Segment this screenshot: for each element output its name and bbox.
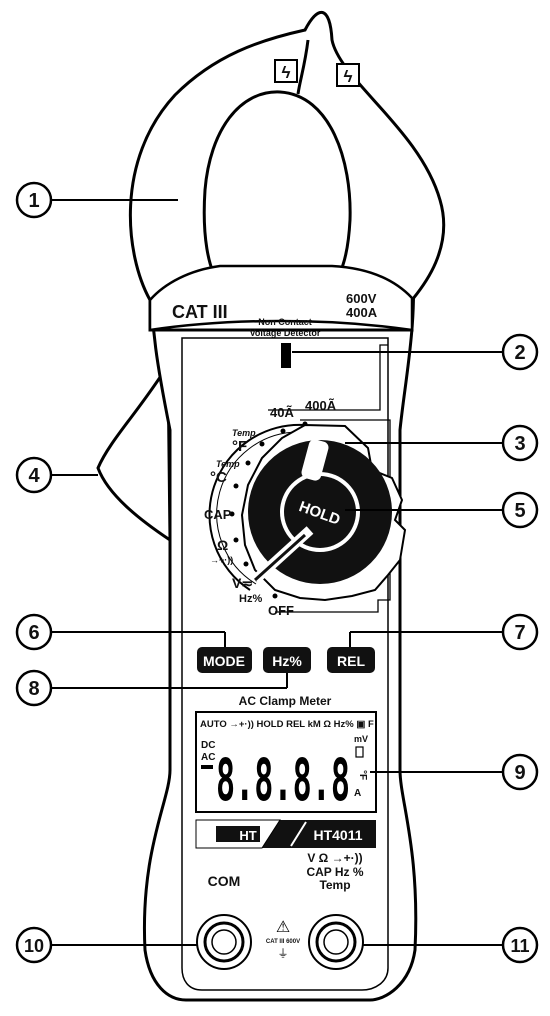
callout-4: 4 (15, 456, 53, 494)
svg-text:CAP Hz %: CAP Hz % (306, 865, 363, 879)
display-title: AC Clamp Meter (239, 694, 332, 708)
svg-text:2: 2 (514, 342, 525, 364)
hazard-box-right (336, 63, 360, 87)
current-rating: 400A (346, 305, 378, 320)
svg-text:REL: REL (337, 653, 365, 669)
svg-text:Temp: Temp (232, 428, 256, 438)
callout-10: 10 (15, 926, 53, 964)
ncv-label-line1: Non Contact (258, 317, 312, 327)
lcd-display (195, 711, 377, 813)
dial-label-degc: °C (210, 469, 227, 486)
model-label: HT4011 (313, 827, 362, 843)
hz-button[interactable]: Hz% (263, 647, 311, 673)
callout-7: 7 (501, 613, 539, 651)
ncv-label-line2: Voltage Detector (250, 328, 321, 338)
svg-text:11: 11 (510, 936, 529, 956)
input-jack[interactable] (308, 914, 364, 970)
lcd-deg: °F (357, 770, 368, 780)
brand-strip: HT HT4011 (195, 819, 376, 849)
callout-11: 11 (501, 926, 539, 964)
dial-label-400a: 400Ã (305, 398, 337, 413)
mode-button[interactable]: MODE (197, 647, 252, 673)
hazard-box-left (274, 59, 298, 83)
callout-leaders (52, 199, 502, 946)
callout-9: 9 (501, 753, 539, 791)
dial-label-hz: Hz% (239, 593, 262, 605)
com-jack[interactable] (196, 914, 252, 970)
cat-terminal-label: CAT III 600V (266, 939, 300, 945)
dial-label-cap: CAP (204, 507, 232, 522)
svg-text:ϟ: ϟ (344, 67, 353, 86)
svg-text:10: 10 (24, 936, 44, 956)
input-label: Temp (319, 878, 350, 892)
svg-text:5: 5 (514, 500, 525, 522)
dial-label-degf: °F (232, 438, 247, 455)
lcd-mv: mV (354, 734, 368, 744)
cat-rating-label: CAT III (172, 302, 228, 322)
svg-text:9: 9 (514, 762, 525, 784)
dial-label-40a: 40Ã (270, 405, 294, 420)
lcd-ac: AC (201, 752, 215, 763)
callout-8: 8 (15, 669, 53, 707)
callout-2: 2 (501, 333, 539, 371)
rotary-selector[interactable] (240, 423, 407, 602)
svg-text:1: 1 (28, 190, 39, 212)
dial-label-diode: →+·)) (210, 555, 233, 565)
callout-6: 6 (15, 613, 53, 651)
svg-text:4: 4 (28, 465, 40, 487)
svg-text:V Ω →+·)): V Ω →+·)) (307, 851, 362, 865)
callout-5: 5 (501, 491, 539, 529)
jaw-band (148, 264, 414, 332)
meter-body (142, 256, 418, 1002)
svg-text:Temp: Temp (216, 459, 240, 469)
lcd-minus (201, 765, 213, 769)
svg-text:MODE: MODE (203, 653, 245, 669)
trigger-lever (96, 359, 172, 543)
lcd-digits: 8.8.8.8 (216, 746, 350, 814)
svg-text:7: 7 (514, 622, 525, 644)
com-label: COM (208, 873, 241, 889)
lcd-dc: DC (201, 740, 215, 751)
svg-text:3: 3 (514, 433, 525, 455)
callout-3: 3 (501, 424, 539, 462)
body-inner-outline (181, 337, 389, 991)
voltage-rating: 600V (346, 291, 377, 306)
svg-text:ϟ: ϟ (282, 63, 291, 82)
svg-text:HT: HT (239, 828, 256, 843)
warning-icon: ⚠ (276, 919, 290, 936)
svg-text:Hz%: Hz% (272, 653, 302, 669)
dial-label-off: OFF (268, 603, 294, 618)
rel-button[interactable]: REL (327, 647, 375, 673)
jaw-opening (202, 90, 352, 286)
svg-text:6: 6 (28, 622, 39, 644)
callout-1: 1 (15, 181, 53, 219)
lcd-annunciators: AUTO →+·)) HOLD REL kM Ω Hz% ▣ F (200, 719, 374, 730)
svg-text:8: 8 (28, 678, 39, 700)
lcd-amp: A (354, 788, 361, 799)
ncv-sensor (281, 343, 291, 368)
dial-label-volt: V≂ (232, 575, 253, 591)
ground-icon: ⏚ (278, 947, 289, 960)
dial-label-ohm: Ω (217, 537, 228, 553)
